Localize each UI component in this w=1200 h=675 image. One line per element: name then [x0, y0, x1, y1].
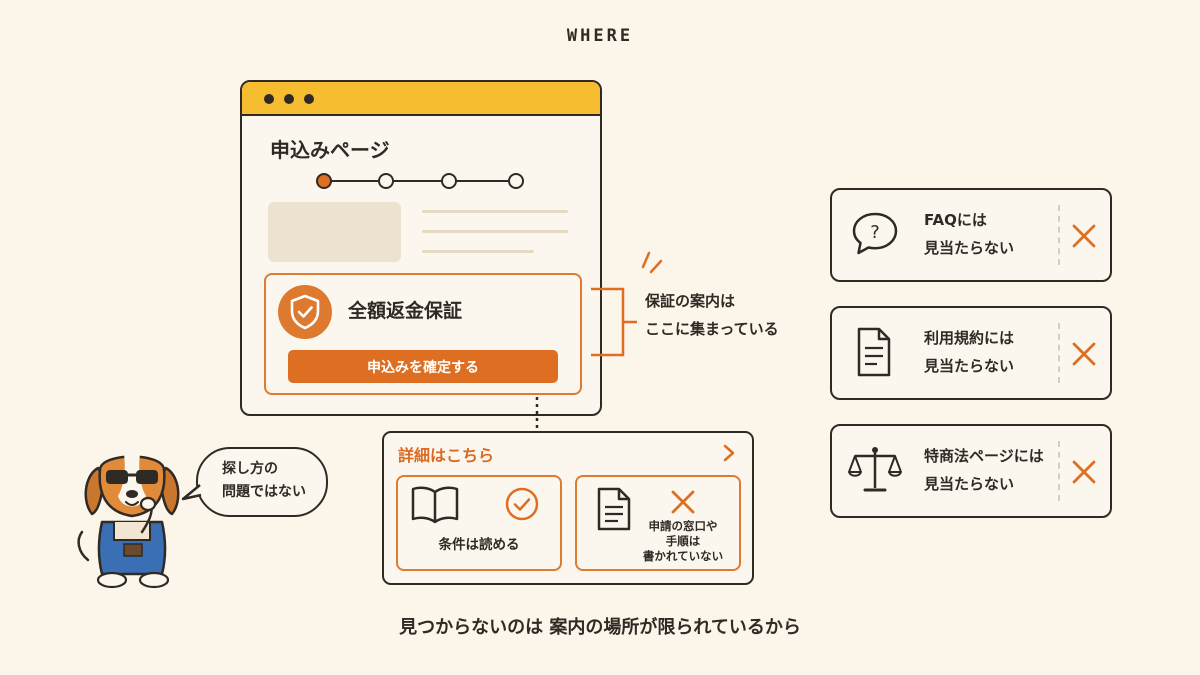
emphasis-mark: [641, 251, 651, 269]
document-icon: [857, 327, 891, 377]
commerce-law-card: [830, 424, 1112, 518]
step-progress: [316, 173, 524, 189]
cross-icon: [1072, 342, 1096, 366]
window-dot-icon: [264, 94, 274, 104]
procedure-missing-card: [575, 475, 741, 571]
shield-check-icon: [278, 285, 332, 339]
scale-icon: [848, 447, 902, 492]
terms-card: [830, 306, 1112, 400]
speech-bubble-tail: [181, 484, 202, 501]
faq-card-label: FAQには 見当たらない: [924, 211, 1015, 257]
emphasis-mark: [649, 259, 663, 274]
placeholder-line: [422, 210, 568, 213]
speech-bubble-text: 探し方の 問題ではない: [222, 461, 306, 500]
bottom-caption: 見つからないのは 案内の場所が限られているから: [399, 617, 801, 638]
speech-bubble: [196, 447, 328, 517]
card-divider: [1058, 323, 1060, 383]
document-icon: [597, 487, 631, 531]
svg-text:?: ?: [870, 222, 880, 243]
terms-card-label: 利用規約には 見当たらない: [924, 329, 1015, 375]
step-dot-current: [316, 173, 332, 189]
window-dot-icon: [284, 94, 294, 104]
book-icon: [411, 486, 459, 524]
check-circle-icon: [505, 487, 539, 521]
confirm-application-button[interactable]: 申込みを確定する: [288, 350, 558, 383]
placeholder-image: [268, 202, 401, 262]
details-link[interactable]: 詳細はこちら: [398, 446, 495, 465]
window-dot-icon: [304, 94, 314, 104]
beagle-character-illustration: [77, 454, 180, 589]
page-title: 申込みページ: [270, 138, 390, 162]
cross-icon: [1072, 460, 1096, 484]
annotation-text: 保証の案内は ここに集まっている: [645, 292, 779, 338]
commerce-law-card-label: 特商法ページには 見当たらない: [924, 447, 1044, 493]
question-bubble-icon: ?: [852, 212, 898, 255]
bracket-annotation: [591, 251, 663, 357]
conditions-readable-card: [396, 475, 562, 571]
step-dot: [441, 173, 457, 189]
dotted-connector: [535, 397, 539, 431]
step-dot: [378, 173, 394, 189]
cross-icon: [671, 490, 695, 514]
faq-card: [830, 188, 1112, 282]
placeholder-line: [422, 230, 568, 233]
card-divider: [1058, 441, 1060, 501]
procedure-missing-text: 申請の窓口や 手順は 書かれていない: [642, 519, 724, 563]
guarantee-title: 全額返金保証: [348, 300, 463, 322]
step-dot: [508, 173, 524, 189]
section-heading: WHERE: [566, 26, 634, 46]
cross-icon: [1072, 224, 1096, 248]
browser-title-bar: [242, 82, 600, 116]
card-divider: [1058, 205, 1060, 265]
placeholder-line: [422, 250, 534, 253]
chevron-right-icon[interactable]: [722, 444, 736, 462]
conditions-readable-text: 条件は読める: [438, 537, 520, 553]
